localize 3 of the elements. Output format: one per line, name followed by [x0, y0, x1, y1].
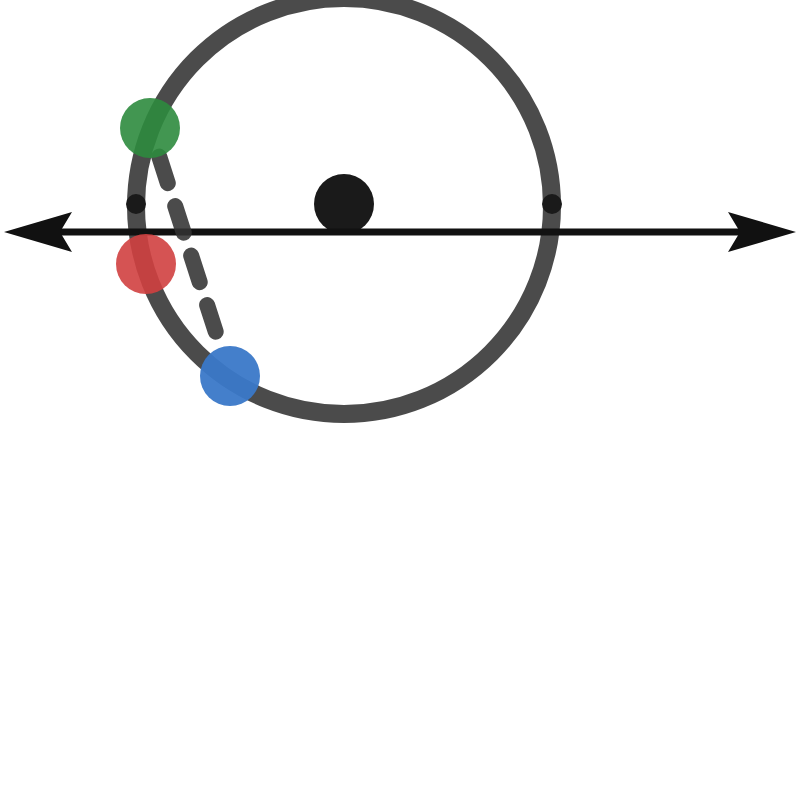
point-marker: [116, 234, 176, 294]
point-marker: [120, 98, 180, 158]
point-marker: [200, 346, 260, 406]
